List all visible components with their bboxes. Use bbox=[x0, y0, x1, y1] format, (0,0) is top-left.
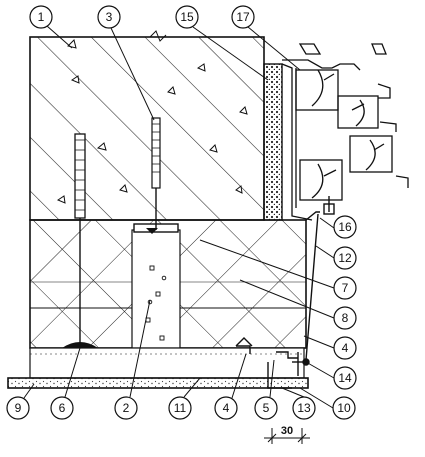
callout-17: 17 bbox=[236, 10, 250, 24]
callout-11: 11 bbox=[174, 401, 187, 415]
callout-12: 12 bbox=[338, 251, 352, 265]
callout-15: 15 bbox=[180, 10, 194, 24]
leader-lines bbox=[23, 25, 335, 409]
fire-barrier-strip bbox=[263, 63, 283, 221]
callout-1: 1 bbox=[38, 10, 45, 24]
bottom-profile bbox=[235, 337, 310, 389]
levelling-block bbox=[131, 229, 181, 349]
callout-7: 7 bbox=[342, 281, 349, 295]
callout-4-bottom: 4 bbox=[223, 401, 230, 415]
umbrella-dowel bbox=[62, 133, 98, 348]
callout-3: 3 bbox=[106, 10, 113, 24]
callout-circles bbox=[6, 5, 357, 420]
callout-13: 13 bbox=[297, 401, 311, 415]
callout-16: 16 bbox=[338, 220, 352, 234]
callout-6: 6 bbox=[59, 401, 66, 415]
concrete-wall bbox=[29, 30, 265, 221]
callout-9: 9 bbox=[15, 401, 22, 415]
callout-14: 14 bbox=[338, 371, 352, 385]
sill-flashing bbox=[305, 196, 335, 361]
callout-2: 2 bbox=[123, 401, 130, 415]
callout-4-right: 4 bbox=[342, 341, 349, 355]
plaster-base bbox=[7, 347, 309, 389]
anchor-bolt bbox=[151, 117, 161, 230]
dimension-30 bbox=[264, 428, 310, 444]
callout-8: 8 bbox=[342, 311, 349, 325]
callout-5: 5 bbox=[263, 401, 270, 415]
dimension-label: 30 bbox=[281, 425, 293, 437]
callout-10: 10 bbox=[337, 401, 351, 415]
window-frame bbox=[281, 43, 409, 221]
